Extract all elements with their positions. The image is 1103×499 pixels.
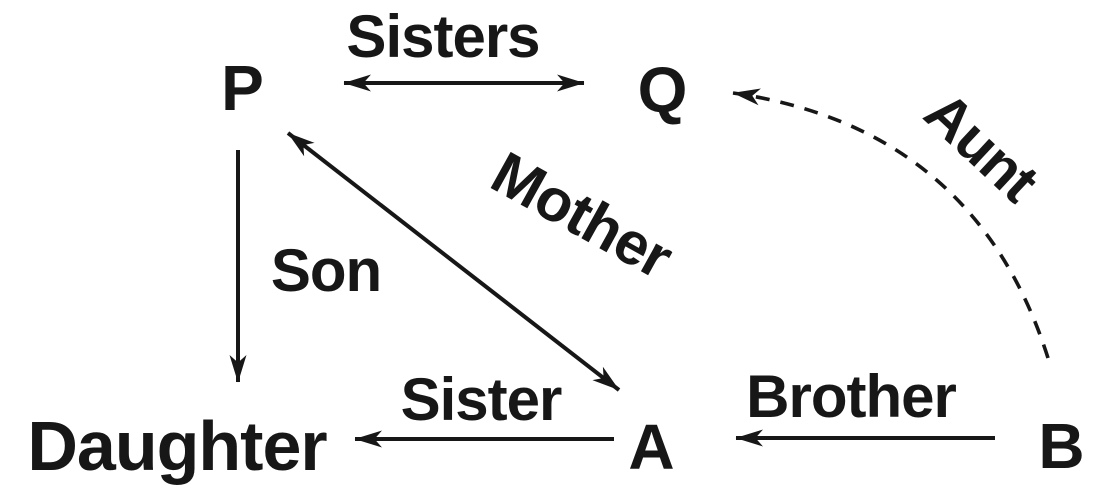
edge-mother-label: Mother bbox=[481, 139, 684, 292]
node-p: P bbox=[221, 52, 263, 124]
edge-mother-arrow bbox=[286, 131, 621, 392]
edge-brother-label: Brother bbox=[746, 363, 956, 430]
node-daughter: Daughter bbox=[27, 407, 327, 485]
edge-aunt-arrow bbox=[732, 88, 1050, 359]
edge-son-label: Son bbox=[271, 237, 381, 304]
edge-aunt-label: Aunt bbox=[912, 79, 1050, 214]
node-q: Q bbox=[638, 54, 687, 126]
node-b: B bbox=[1038, 410, 1083, 482]
node-a: A bbox=[628, 411, 673, 483]
edge-sister-label: Sister bbox=[401, 366, 562, 433]
edge-sisters-label: Sisters bbox=[346, 3, 539, 70]
